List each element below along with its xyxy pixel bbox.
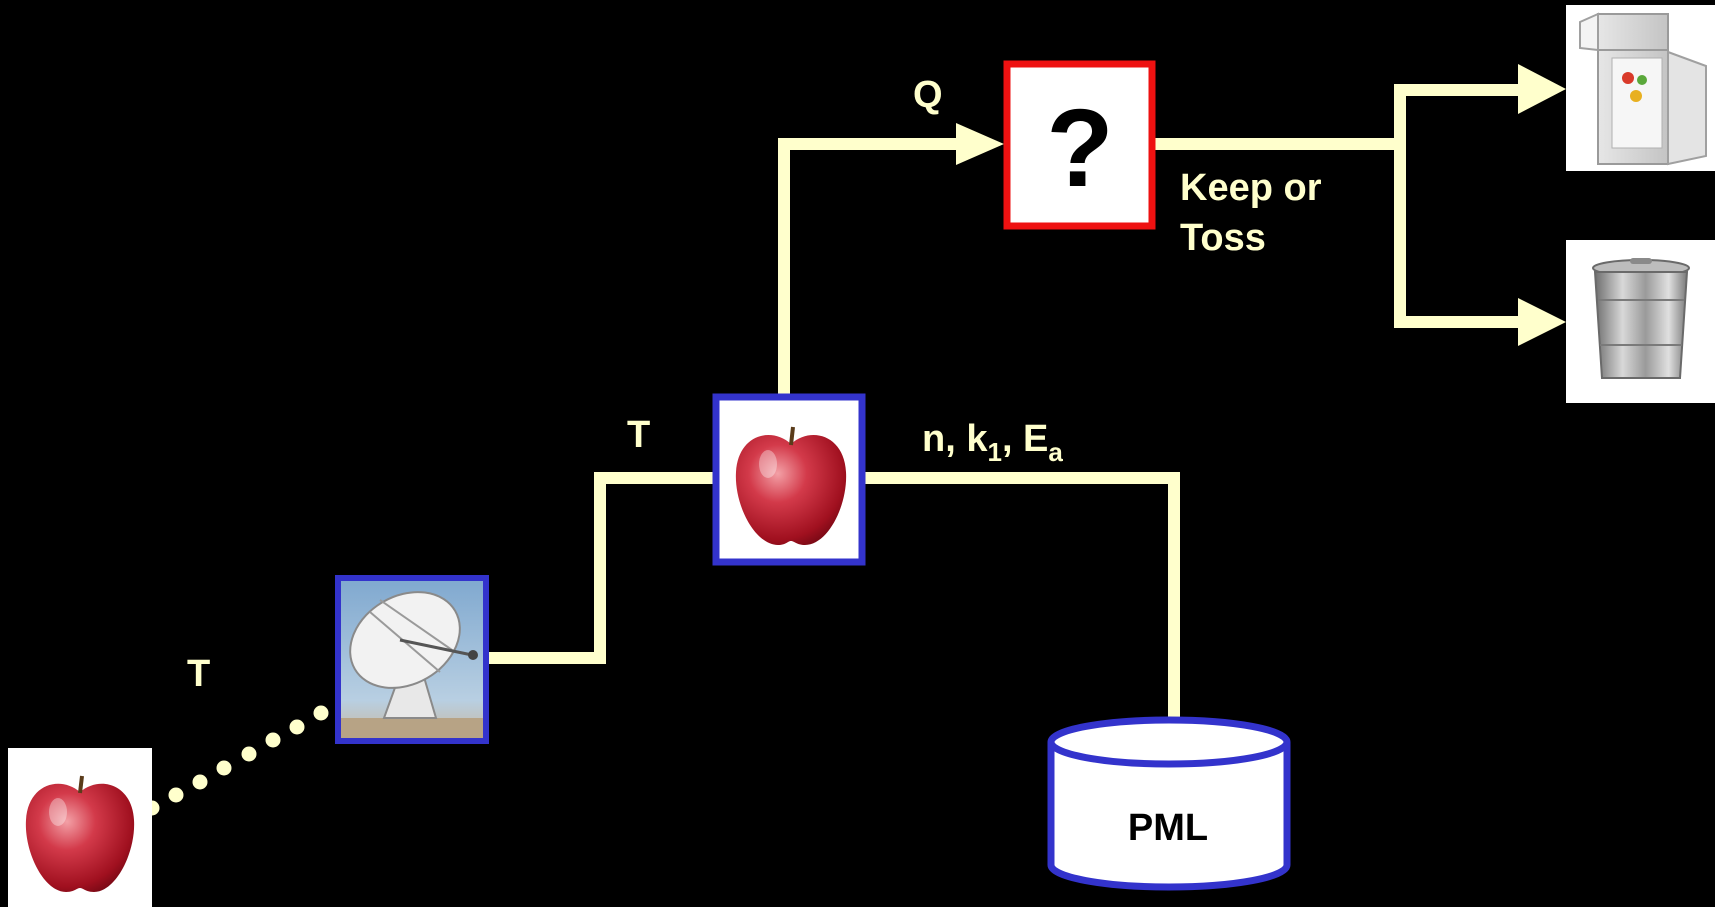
- database-node: [1047, 716, 1291, 891]
- connector-lines: [487, 84, 1520, 722]
- keep-or-toss-label-line2: Toss: [1180, 217, 1266, 259]
- trash-can-icon: [1592, 258, 1690, 379]
- arrowhead-to-keep: [1518, 64, 1566, 114]
- apple-source-node: [8, 748, 152, 907]
- params-main: n, k: [922, 418, 988, 460]
- toss-destination-node: [1566, 240, 1715, 403]
- refrigerator-icon: [1579, 12, 1707, 166]
- arrowhead-to-decision: [956, 123, 1004, 165]
- connector-tag-to-decision: [778, 138, 958, 394]
- apple-icon: [25, 775, 135, 892]
- keep-or-toss-label-line1: Keep or: [1180, 167, 1322, 209]
- sensor-node: [335, 575, 489, 744]
- wireless-link-dots: [144, 691, 353, 816]
- keep-destination-node: [1566, 5, 1715, 171]
- quality-label: Q: [913, 74, 943, 116]
- kinetic-parameters-label: n, k1, Ea: [922, 418, 1063, 467]
- apple-tag-node: [712, 393, 866, 566]
- params-subscript-1: 1: [987, 437, 1001, 467]
- decision-node: [1003, 60, 1156, 230]
- decision-mark: ?: [1046, 87, 1113, 210]
- apple-icon: [735, 426, 847, 545]
- database-label: PML: [1128, 807, 1208, 849]
- connector-tag-to-database: [862, 472, 1180, 722]
- sensor-input-label: T: [187, 653, 210, 695]
- arrowhead-to-toss: [1518, 298, 1566, 346]
- params-separator: , E: [1002, 418, 1048, 460]
- reader-input-label: T: [627, 414, 650, 456]
- connector-sensor-to-tag: [487, 472, 716, 664]
- radio-telescope-icon: [338, 591, 486, 741]
- params-subscript-2: a: [1048, 437, 1063, 467]
- connector-split-keep: [1394, 84, 1520, 328]
